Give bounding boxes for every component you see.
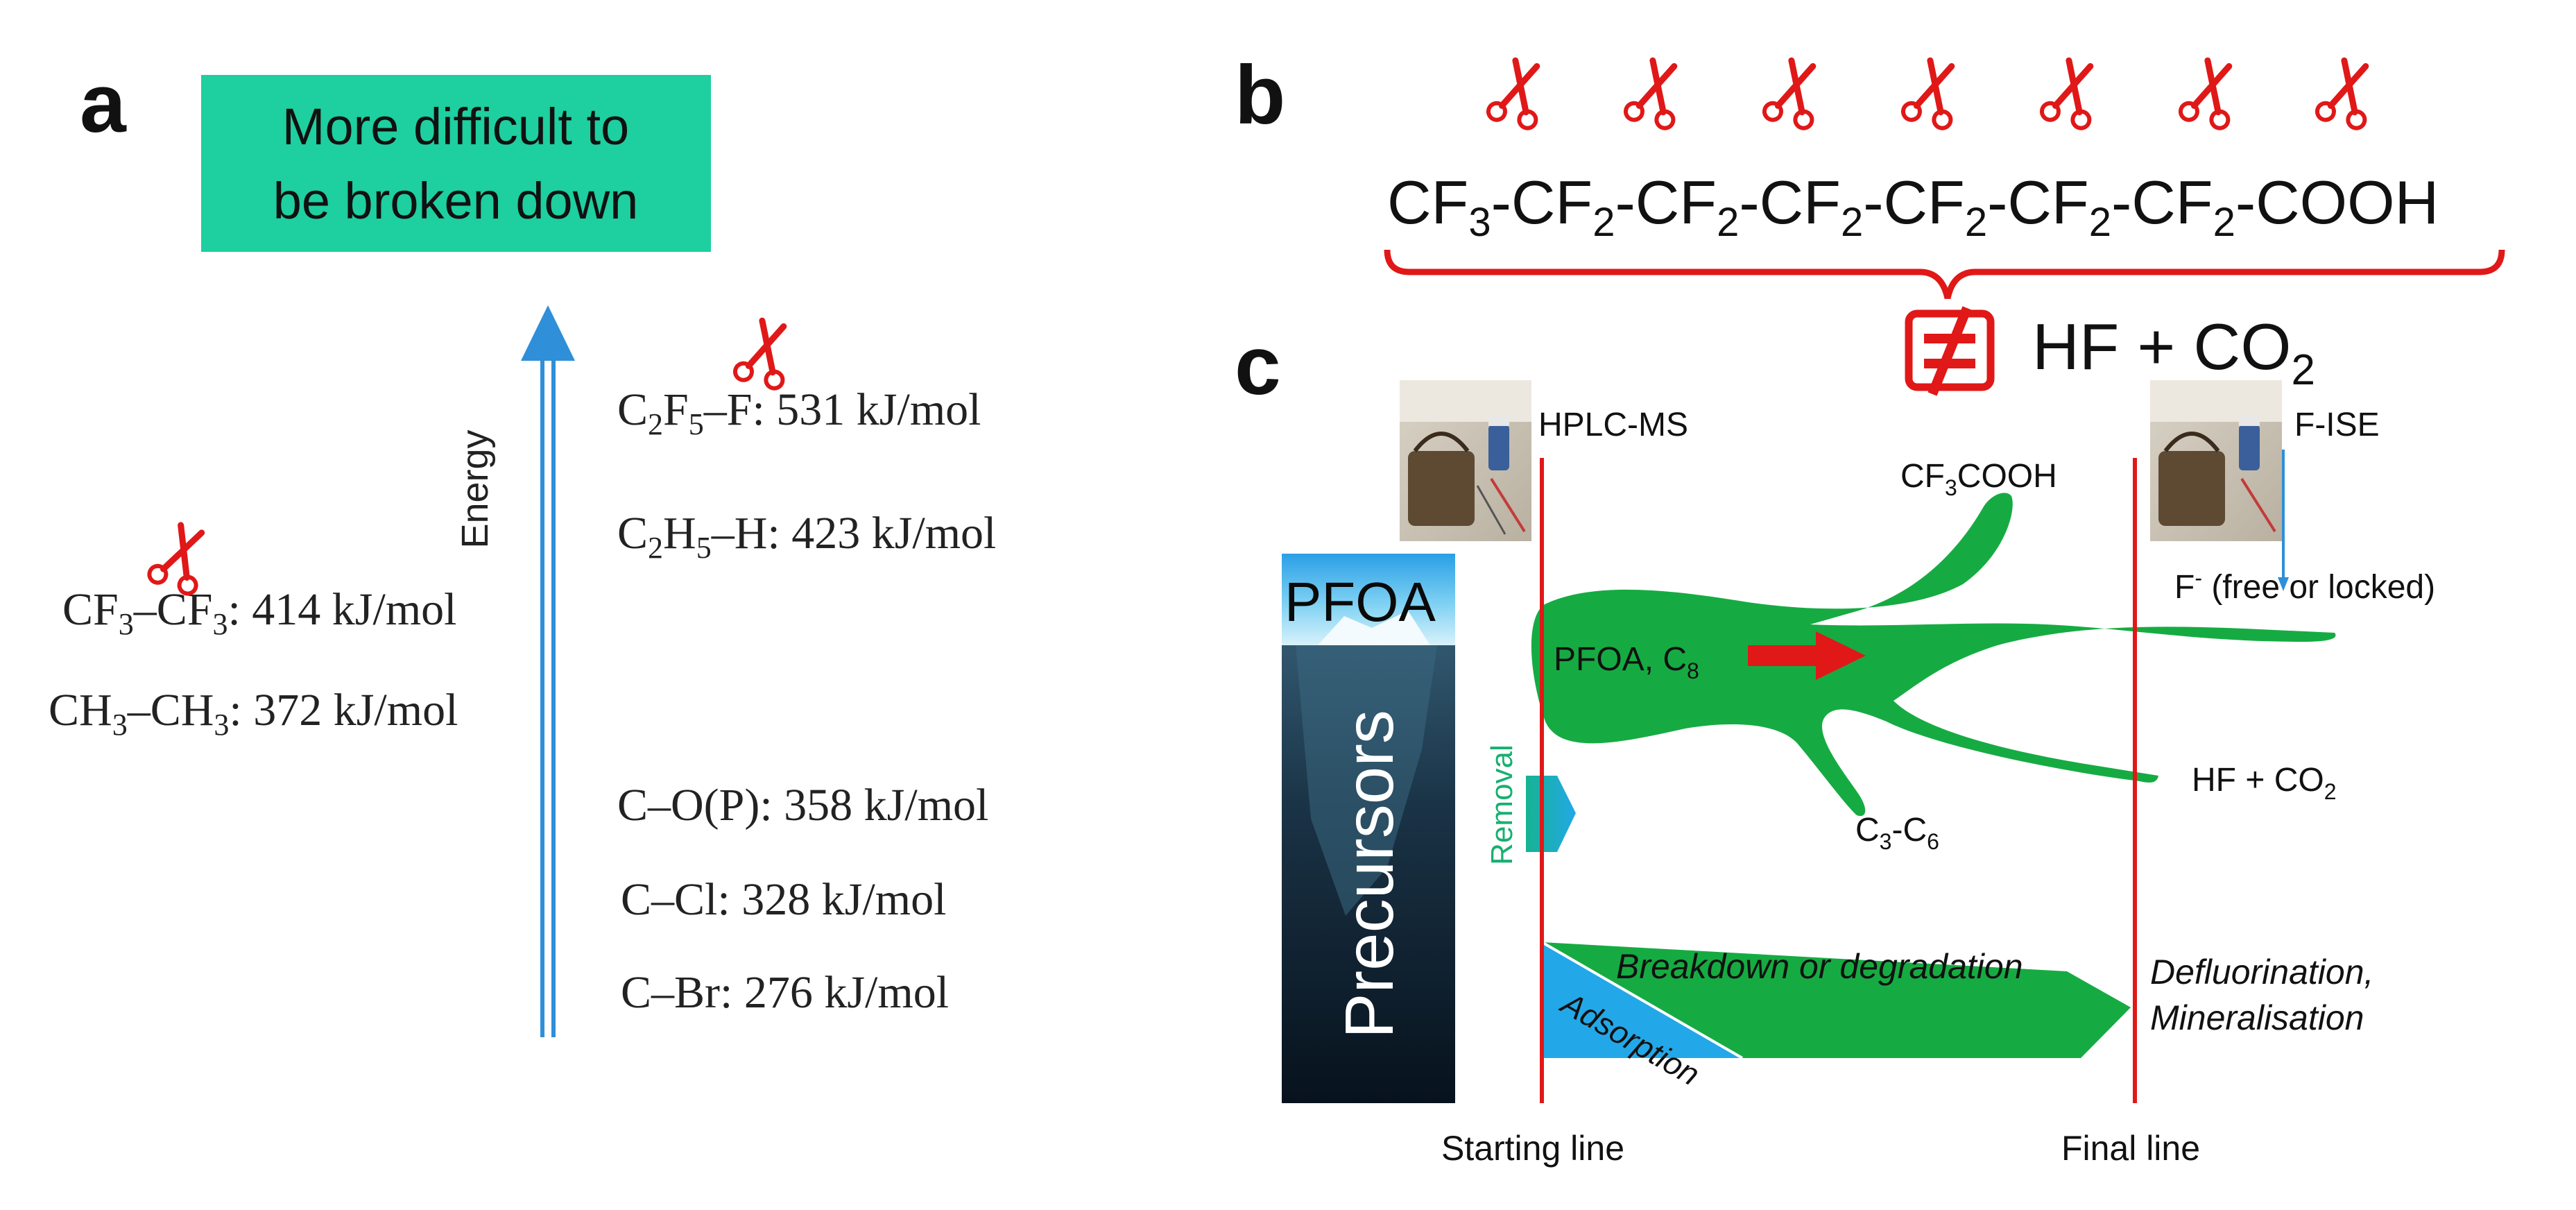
precursors-label: Precursors bbox=[1331, 710, 1407, 1039]
scissors-row bbox=[1486, 57, 2378, 130]
hplc-ms-photo bbox=[1400, 380, 1531, 541]
panel-b-label: b bbox=[1235, 49, 1285, 142]
scissors-icon bbox=[1486, 57, 1549, 130]
formula-segment: -CF bbox=[1739, 168, 1841, 237]
formula-subscript: 3 bbox=[1468, 200, 1491, 245]
formula-segment: -CF bbox=[1987, 168, 2089, 237]
formula-subscript: 2 bbox=[2089, 200, 2111, 245]
formula-subscript: 2 bbox=[2213, 200, 2235, 245]
difficulty-box-line1: More difficult to bbox=[282, 98, 629, 155]
f-ise-label: F-ISE bbox=[2294, 407, 2380, 443]
bond-c-o-p: C–O(P): 358 kJ/mol bbox=[617, 780, 988, 830]
formula-segment: -COOH bbox=[2235, 168, 2439, 237]
f-ise-photo bbox=[2150, 380, 2282, 541]
degradation-pathway-blob bbox=[1531, 493, 2336, 817]
difficulty-box bbox=[201, 75, 711, 252]
bond-c-br: C–Br: 276 kJ/mol bbox=[621, 967, 949, 1018]
scissors-icon bbox=[2179, 57, 2242, 130]
hplc-ms-label: HPLC-MS bbox=[1538, 407, 1688, 443]
energy-axis-label: Energy bbox=[454, 429, 496, 548]
removal-arrow bbox=[1526, 776, 1576, 852]
formula-segment: -CF bbox=[1491, 168, 1593, 237]
final-line-label: Final line bbox=[2061, 1129, 2200, 1168]
adsorption-divider bbox=[1540, 941, 1744, 1059]
scissors-icon bbox=[2040, 57, 2103, 130]
breakdown-label: Breakdown or degradation bbox=[1616, 947, 2023, 986]
scissors-icon bbox=[733, 317, 796, 390]
scissors-icon bbox=[1901, 57, 1964, 130]
pfoa-formula: CF3-CF2-CF2-CF2-CF2-CF2-CF2-COOH bbox=[1387, 168, 2439, 245]
fluoride-label: F- (free or locked) bbox=[2174, 565, 2435, 606]
starting-line-label: Starting line bbox=[1441, 1129, 1624, 1168]
bond-c2h5-h: C2H5–H: 423 kJ/mol bbox=[617, 508, 996, 565]
removal-label: Removal bbox=[1485, 744, 1519, 865]
formula-subscript: 2 bbox=[1965, 200, 1987, 245]
difficulty-box-line2: be broken down bbox=[273, 172, 639, 230]
formula-subscript: 2 bbox=[1841, 200, 1863, 245]
panel-c-label: c bbox=[1235, 319, 1281, 412]
product-hf-co2: HF + CO2 bbox=[2032, 310, 2315, 394]
not-equal-icon bbox=[1905, 306, 1995, 396]
scissors-icon bbox=[1624, 57, 1687, 130]
scissors-icon bbox=[1762, 57, 1826, 130]
bond-c2f5-f: C2F5–F: 531 kJ/mol bbox=[617, 384, 981, 441]
breakdown-band bbox=[1542, 942, 2131, 1058]
formula-segment: -CF bbox=[2111, 168, 2213, 237]
formula-subscript: 2 bbox=[1592, 200, 1615, 245]
defluorination-label: Defluorination, bbox=[2150, 953, 2373, 991]
bond-cf3-cf3: CF3–CF3: 414 kJ/mol bbox=[62, 584, 457, 641]
f-ise-arrow-head bbox=[2278, 577, 2289, 591]
red-progress-arrow bbox=[1748, 631, 1866, 680]
energy-arrow bbox=[521, 305, 575, 1037]
panel-a-label: a bbox=[80, 57, 127, 150]
iceberg-image bbox=[1282, 554, 1455, 1103]
formula-subscript: 2 bbox=[1717, 200, 1739, 245]
pfoa-c8-label: PFOA, C8 bbox=[1554, 641, 1699, 683]
mineralisation-label: Mineralisation bbox=[2150, 998, 2364, 1037]
c3-c6-label: C3-C6 bbox=[1855, 812, 1939, 854]
scissors-icon bbox=[2315, 57, 2378, 130]
cf3cooh-label: CF3COOH bbox=[1900, 458, 2057, 500]
pfoa-box-label: PFOA bbox=[1285, 571, 1436, 633]
formula-segment: CF bbox=[1387, 168, 1468, 237]
bond-c-cl: C–Cl: 328 kJ/mol bbox=[621, 874, 946, 925]
formula-brace bbox=[1384, 249, 2505, 300]
formula-segment: -CF bbox=[1615, 168, 1717, 237]
formula-segment: -CF bbox=[1863, 168, 1965, 237]
hf-co2-label: HF + CO2 bbox=[2192, 762, 2336, 804]
bond-ch3-ch3: CH3–CH3: 372 kJ/mol bbox=[49, 685, 458, 742]
